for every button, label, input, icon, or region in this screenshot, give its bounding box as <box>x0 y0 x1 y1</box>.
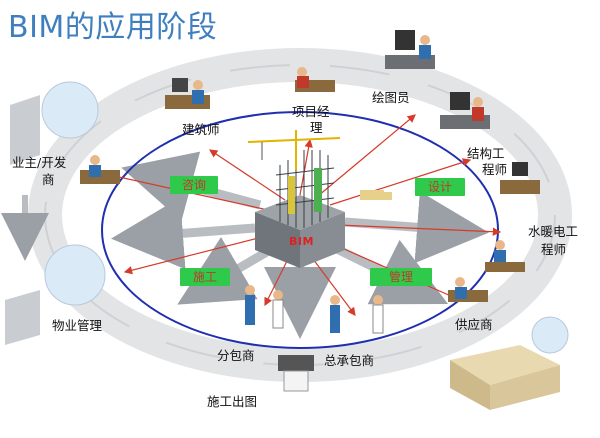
phase-tag-manage: 管理 <box>370 268 432 286</box>
role-label-printer: 施工出图 <box>207 394 258 409</box>
role-label-drafter: 绘图员 <box>372 90 410 105</box>
role-label-facility: 物业管理 <box>52 318 103 333</box>
bim-building-model <box>247 130 345 268</box>
role-label-sub: 分包商 <box>217 348 255 363</box>
role-figures <box>1 30 569 410</box>
role-label-mep-line2: 程师 <box>541 242 567 257</box>
architect-figure <box>165 78 210 109</box>
role-label-supplier: 供应商 <box>455 317 493 332</box>
role-label-gc: 总承包商 <box>324 353 375 368</box>
role-label-pm-line1: 项目经 <box>292 104 330 119</box>
red-role-arrows <box>108 114 502 316</box>
warehouse-figure <box>450 316 569 410</box>
role-label-struct-line1: 结构工 <box>467 146 505 161</box>
phase-tag-design: 设计 <box>415 178 465 196</box>
role-label-owner-line2: 商 <box>42 172 55 187</box>
plotter-figure <box>278 355 314 392</box>
supplier-figure <box>448 277 488 302</box>
role-label-architect: 建筑师 <box>182 122 220 137</box>
project-manager-figure <box>295 67 335 92</box>
mep-engineer-figure <box>485 162 540 272</box>
role-label-owner-line1: 业主/开发 <box>12 155 67 170</box>
owner-figure <box>10 81 120 184</box>
role-label-mep-line1: 水暖电工 <box>528 224 579 239</box>
phase-tag-construct: 施工 <box>180 268 230 286</box>
role-label-pm-line2: 理 <box>310 120 323 135</box>
grey-radial-arrows <box>111 151 489 339</box>
workers-figures <box>245 285 384 334</box>
truck-figure <box>360 190 392 200</box>
role-label-struct-line2: 程师 <box>482 162 508 177</box>
facility-manager-figure <box>1 195 106 345</box>
structural-engineer-figure <box>440 92 490 129</box>
phase-tag-consult: 咨询 <box>170 176 218 194</box>
bim-center-label: BIM <box>289 235 314 248</box>
drafter-figure <box>385 30 435 69</box>
page-title: BIM的应用阶段 <box>8 10 218 45</box>
